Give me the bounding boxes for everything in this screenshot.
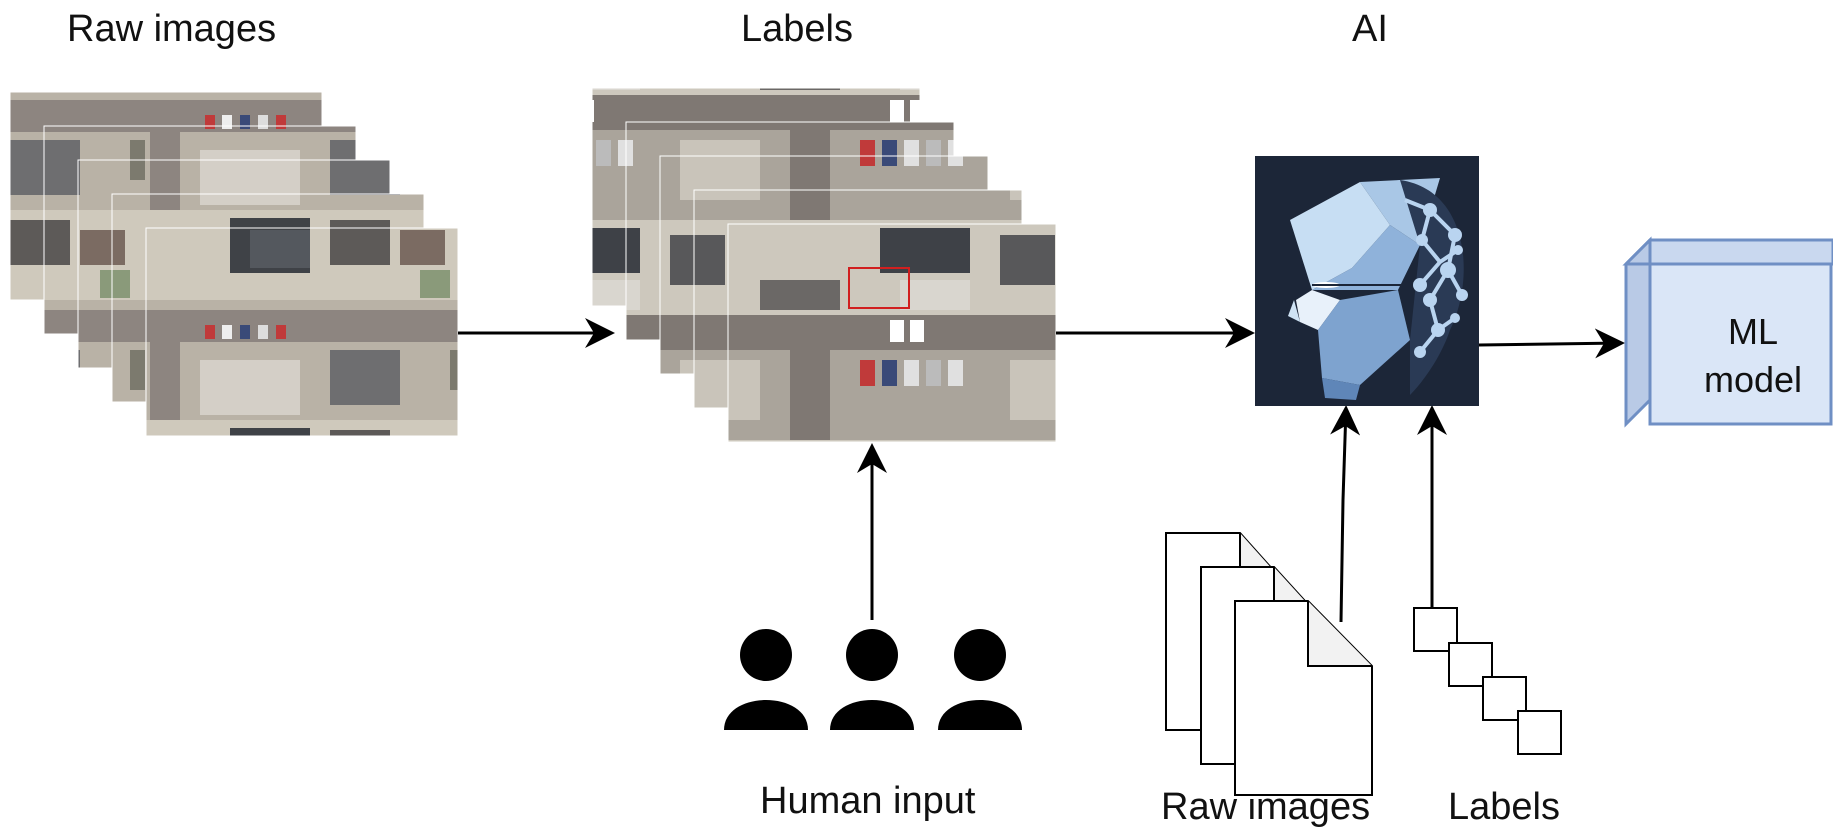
model-label-line1: ML xyxy=(1728,311,1778,352)
labels-title: Labels xyxy=(741,8,853,50)
arrow-docs-to-ai xyxy=(1330,405,1361,623)
label-bounding-box xyxy=(848,267,910,309)
person-icon xyxy=(938,629,1022,730)
arrow-ai-to-model xyxy=(1478,328,1625,359)
person-icon xyxy=(724,629,808,730)
document-stack-icon xyxy=(1165,532,1373,796)
ml-model-cube xyxy=(1622,236,1833,428)
model-label-line2: model xyxy=(1704,359,1802,400)
bottom-labels-label: Labels xyxy=(1448,786,1560,828)
aerial-image-stack xyxy=(9,91,459,437)
ai-title: AI xyxy=(1352,8,1388,50)
raw-images-title: Raw images xyxy=(67,8,277,50)
person-icon xyxy=(830,629,914,730)
labeled-image-stack xyxy=(591,87,1057,443)
label-boxes-icon xyxy=(1413,607,1562,755)
ai-head-icon xyxy=(1255,156,1479,406)
human-input-label: Human input xyxy=(760,780,976,822)
